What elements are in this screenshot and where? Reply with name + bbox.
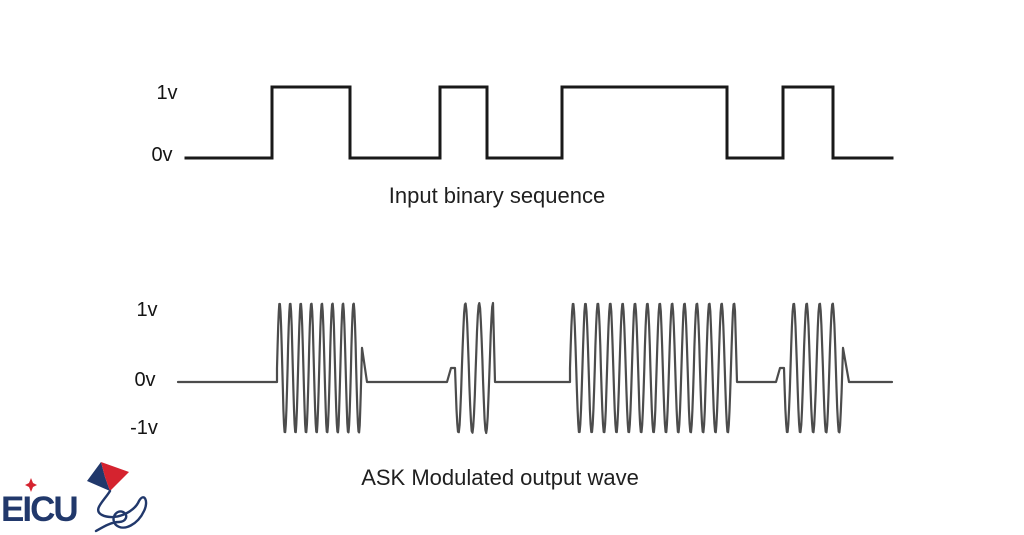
kite-left-panel — [87, 462, 110, 491]
logo-sparkle-icon — [25, 478, 37, 492]
ask-high-level-label: 1v — [136, 299, 158, 321]
ask-zero-level-label: 0v — [134, 369, 156, 391]
input-low-level-label: 0v — [151, 144, 173, 166]
ask-waveform — [176, 301, 894, 435]
ask-chart-caption: ASK Modulated output wave — [361, 465, 639, 490]
eicu-logo-text: EICU — [1, 490, 79, 529]
input-chart-caption: Input binary sequence — [388, 183, 606, 208]
kite-tail — [94, 489, 148, 533]
input-high-level-label: 1v — [156, 82, 178, 104]
input-binary-waveform — [184, 85, 894, 160]
kite-icon — [87, 462, 148, 533]
ask-low-level-label: -1v — [130, 417, 158, 439]
kite-right-panel — [101, 462, 129, 491]
